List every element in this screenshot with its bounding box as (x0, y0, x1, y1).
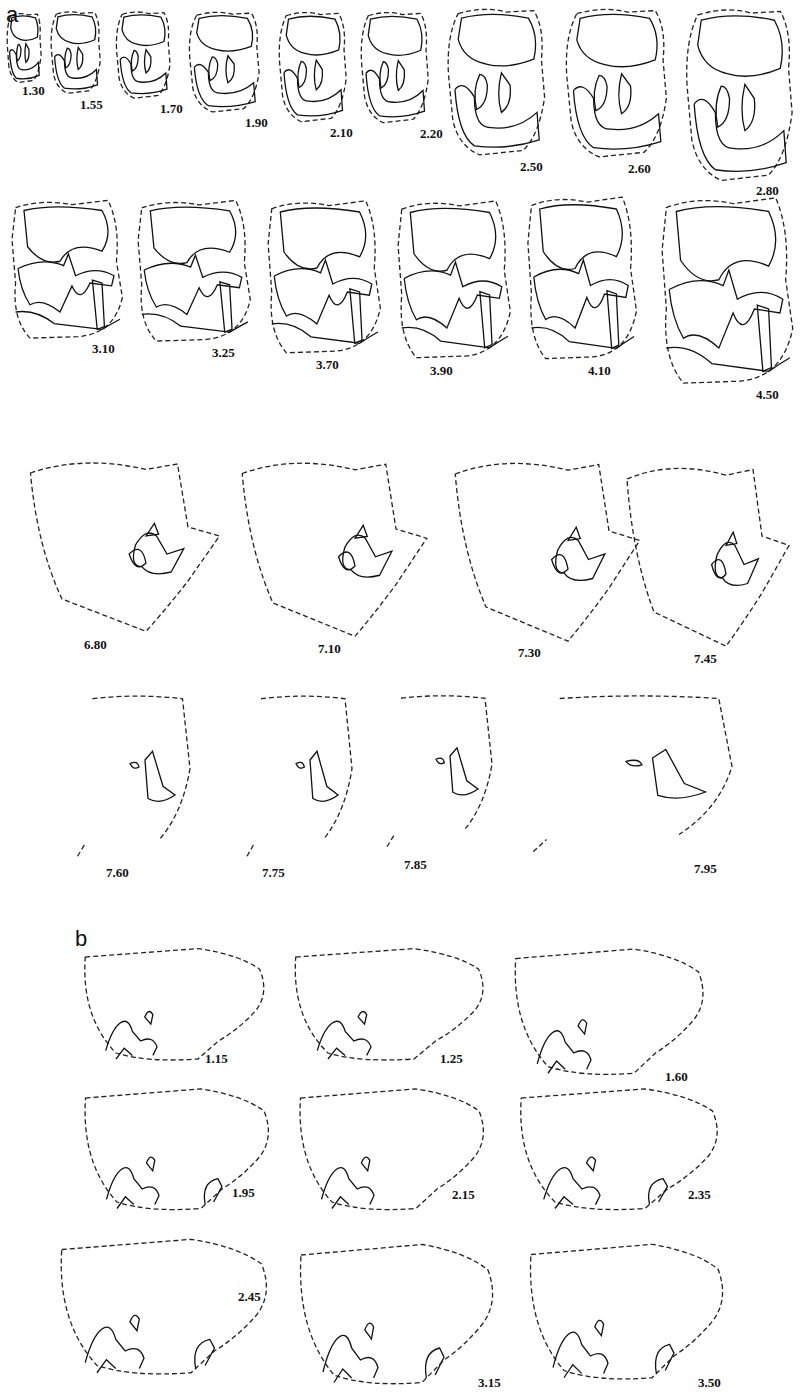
section-depth: 7.75 (262, 866, 285, 879)
section-depth: 2.50 (520, 160, 543, 173)
panel-letter: b (75, 928, 87, 950)
section-depth: 1.70 (160, 102, 183, 115)
section-depth: 1.95 (232, 1186, 255, 1199)
section-depth: 2.80 (756, 184, 779, 197)
section-depth: 2.60 (628, 162, 651, 175)
section-depth: 3.25 (212, 346, 235, 359)
section-depth: 6.80 (84, 638, 107, 651)
section-depth: 3.50 (698, 1376, 721, 1389)
section-depth: 2.35 (688, 1188, 711, 1201)
section-depth: 7.85 (404, 858, 427, 871)
section-depth: 7.60 (106, 866, 129, 879)
section-depth: 1.90 (245, 116, 268, 129)
section-depth: 1.55 (80, 98, 103, 111)
section-depth: 7.10 (318, 642, 341, 655)
section-depth: 3.15 (478, 1376, 501, 1389)
section-depth: 4.50 (756, 388, 779, 401)
section-depth: 1.25 (440, 1052, 463, 1065)
section-depth: 2.15 (452, 1188, 475, 1201)
section-depth: 2.45 (238, 1290, 261, 1303)
section-depth: 2.10 (330, 126, 353, 139)
section-depth: 7.30 (518, 646, 541, 659)
section-depth: 3.90 (430, 364, 453, 377)
section-depth: 1.15 (205, 1052, 228, 1065)
section-depth: 7.45 (694, 652, 717, 665)
panel-letter: a (6, 4, 18, 26)
section-depth: 3.10 (92, 342, 115, 355)
section-depth: 2.20 (420, 127, 443, 140)
section-depth: 7.95 (694, 862, 717, 875)
section-depth: 1.60 (665, 1070, 688, 1083)
section-depth: 3.70 (316, 358, 339, 371)
section-depth: 1.30 (22, 84, 45, 97)
section-depth: 4.10 (588, 364, 611, 377)
